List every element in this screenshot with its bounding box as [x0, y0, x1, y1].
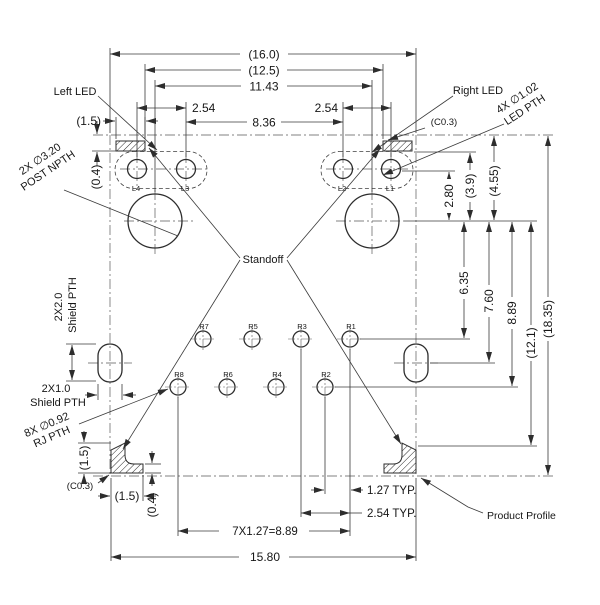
rj-hole-label-r6: R6 [223, 370, 233, 379]
led-hole-l4 [126, 158, 148, 180]
dim-boot-width: (1.5) [115, 489, 140, 503]
footprint-shapes [97, 140, 429, 474]
dim-bottom-width: 15.80 [250, 550, 280, 564]
right-led-standoff-pad [382, 140, 413, 152]
dim-led-pitch-left: 2.54 [192, 101, 216, 115]
product-profile-label: Product Profile [487, 510, 556, 522]
dim-boot-height: (1.5) [77, 446, 91, 471]
dim-tab-offset-top: (0.4) [89, 165, 103, 190]
rj-hole-label-r8: R8 [174, 370, 184, 379]
dim-led-to-post: 2.80 [442, 184, 456, 208]
left-led-leader [97, 95, 158, 151]
standoff-leader-br [286, 259, 402, 445]
led-hole-label-l3: L3 [181, 184, 189, 193]
standoff-leader-tr [286, 148, 381, 259]
rj-hole-crosshairs [165, 326, 363, 400]
standoff-leader-bl [122, 259, 241, 450]
shield-slot-width-label: 2X1.0 [42, 383, 71, 395]
dim-post-to-rj2: 8.89 [505, 301, 519, 325]
dim-post-to-standoff: (12.1) [524, 327, 538, 358]
leader-lines [63, 95, 505, 514]
chamfer-bottom-leader [97, 474, 110, 484]
rj-hole-label-r2: R2 [321, 370, 331, 379]
chamfer-bottom-label: (C0.3) [67, 481, 93, 492]
shield-slot-width-label2: Shield PTH [30, 397, 86, 409]
dim-edge-to-post: (4.55) [487, 165, 501, 196]
dim-tab-width-top: (1.5) [76, 114, 101, 128]
right-post-hole [344, 193, 400, 249]
rj-pth-leader [78, 388, 169, 425]
product-profile-outline [93, 134, 554, 477]
left-shield-slot [97, 343, 123, 383]
post-npth-leader [63, 189, 179, 237]
led-hole-label-l2: L2 [338, 184, 346, 193]
shield-slot-length-label2: Shield PTH [67, 277, 79, 333]
dim-rj-half-pitch: 1.27 TYP. [367, 485, 416, 497]
rj-hole-label-r1: R1 [346, 322, 356, 331]
right-led-housing-outline [320, 151, 414, 189]
right-shield-slot [403, 343, 429, 383]
led-hole-l1 [380, 158, 402, 180]
left-standoff-boot [110, 442, 144, 474]
rj-hole-label-r7: R7 [199, 322, 209, 331]
led-hole-label-l1: L1 [386, 184, 394, 193]
dim-tab-to-post: (3.9) [463, 174, 477, 199]
right-led-leader [371, 95, 454, 153]
led-hole-l3 [175, 158, 197, 180]
dim-boot-foot-height: (0.4) [145, 493, 159, 518]
extension-lines [66, 48, 537, 561]
left-led-label: Left LED [54, 86, 97, 98]
led-hole-l2 [332, 158, 354, 180]
led-pth-leader [382, 123, 505, 176]
dim-led-span: 8.36 [252, 116, 276, 130]
right-led-label: Right LED [453, 85, 503, 97]
dim-led-rect-span: (12.5) [248, 64, 279, 78]
standoff-leader-tl [148, 147, 241, 259]
rj-hole-label-r4: R4 [272, 370, 282, 379]
shield-slot-length-label: 2X2.0 [53, 293, 65, 322]
right-standoff-boot [383, 442, 417, 474]
annotations: (16.0) (12.5) 11.43 2.54 2.54 8.36 (1.5)… [17, 48, 556, 564]
dim-rj-pitch: 2.54 TYP. [367, 508, 416, 520]
left-led-standoff-pad [115, 140, 146, 152]
dim-overall-width: (16.0) [248, 48, 279, 62]
left-post-hole [127, 193, 183, 249]
dim-overall-height: (18.35) [541, 300, 555, 338]
product-profile-leader [420, 477, 484, 514]
dim-post-span: 11.43 [249, 80, 278, 94]
left-led-housing-outline [114, 151, 208, 189]
rj-hole-label-r3: R3 [297, 322, 307, 331]
dim-post-to-shield: 7.60 [482, 289, 496, 313]
rj-hole-label-r5: R5 [248, 322, 258, 331]
led-hole-label-l4: L4 [132, 184, 140, 193]
chamfer-top-leader [387, 127, 426, 141]
chamfer-top-label: (C0.3) [431, 117, 457, 128]
dim-led-pitch-right: 2.54 [315, 101, 339, 115]
dim-rj-span: 7X1.27=8.89 [232, 526, 298, 538]
dim-post-to-rj1: 6.35 [457, 271, 471, 295]
standoff-label: Standoff [243, 254, 285, 266]
